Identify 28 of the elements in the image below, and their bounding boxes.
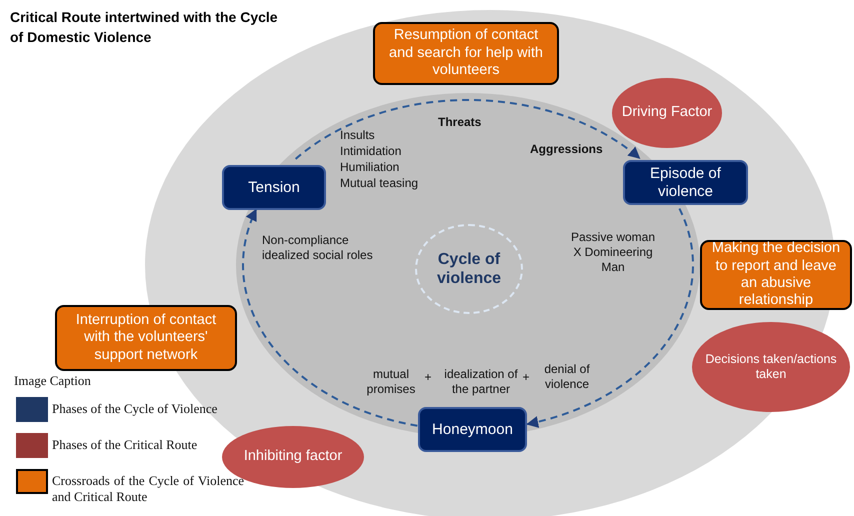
center-ellipse: Cycle of violence: [415, 224, 523, 314]
legend-label: Phases of the Cycle of Violence: [52, 401, 218, 417]
crossroads-box: Interruption of contact with the volunteers' support network: [55, 305, 237, 371]
title: Critical Route intertwined with the Cycle of Domestic Violence: [10, 8, 279, 48]
cycle-arrow: [526, 208, 694, 428]
phase-note: Passive woman X Domineering Man: [570, 230, 656, 275]
phase-note: Threats: [438, 115, 482, 130]
crossroads-box: Making the decision to report and leave an abusive relationship: [700, 240, 852, 310]
cycle-arrow: [242, 208, 418, 427]
phase-note: Intimidation: [340, 144, 402, 159]
phase-box: Episode of violence: [623, 160, 748, 205]
phase-note: Non-compliance idealized social roles: [262, 233, 374, 263]
cycle-arrow: [295, 99, 641, 160]
phase-note: Mutual teasing: [340, 176, 420, 191]
legend-label: Phases of the Critical Route: [52, 437, 198, 453]
phase-note: mutual promises: [366, 367, 416, 397]
legend-label: Crossroads of the Cycle of Violence and Critical Route: [52, 473, 244, 504]
crossroads-box: Resumption of contact and search for help with volunteers: [373, 22, 559, 85]
phase-note: denial of violence: [543, 362, 591, 392]
phase-note: idealization of the partner: [443, 367, 519, 397]
legend-heading: Image Caption: [14, 373, 92, 389]
phase-note: +: [521, 370, 530, 385]
phase-note: Insults: [340, 128, 376, 143]
phase-box: Honeymoon: [418, 407, 527, 452]
phase-note: Aggressions: [530, 142, 604, 157]
phase-note: Humiliation: [340, 160, 400, 175]
phase-note: +: [423, 370, 432, 385]
phase-box: Tension: [222, 165, 326, 210]
